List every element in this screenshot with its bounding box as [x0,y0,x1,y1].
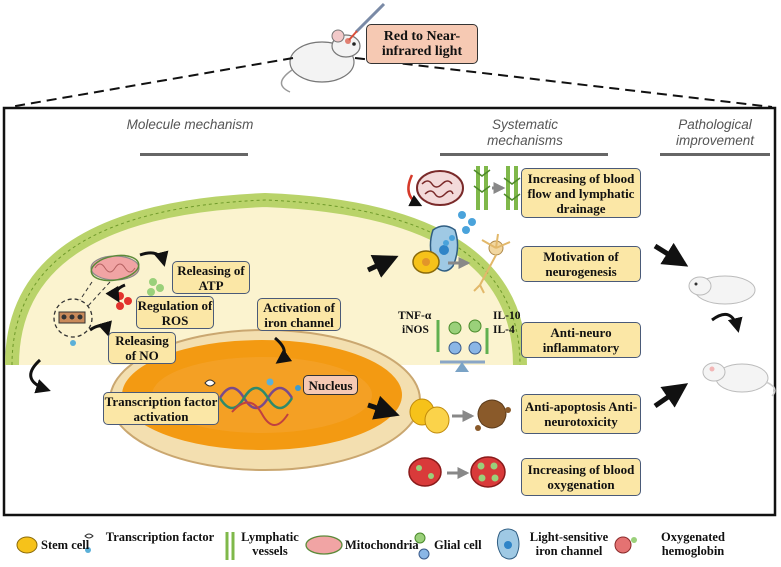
neurogenesis-icon [412,233,511,294]
cytokine-inos: iNOS [402,324,429,336]
legend-iron-channel: Light-sensitive iron channel [529,530,609,558]
legend-transcription-factor: Transcription factor [105,530,215,544]
header-pathological-underline [660,153,770,156]
ros-box: Regulation of ROS [136,296,214,329]
apoptosis-box: Anti-apoptosis Anti-neurotoxicity [521,394,641,434]
inflammation-balance-icon [436,319,489,372]
hemoglobin-icon [408,456,506,488]
no-box: Releasing of NO [108,332,176,364]
laser-icon [345,2,386,44]
apoptosis-icon [409,398,511,434]
legend-glial: Glial cell [434,538,482,552]
header-systematic: Systematic mechanisms [487,117,563,148]
nucleus-label: Nucleus [303,375,358,395]
mouse-impaired-icon [688,275,756,305]
legend-icons [16,528,637,560]
header-pathological: Pathological improvement [675,117,755,148]
header-systematic-underline [440,153,608,156]
lymphatic-icon [473,166,521,210]
legend-mitochondria: Mitochondria [345,538,419,552]
brain-icon [407,170,464,207]
oxygenation-box: Increasing of blood oxygenation [521,458,641,496]
legend-lymphatic: Lymphatic vessels [241,530,299,558]
atp-box: Releasing of ATP [172,261,250,294]
iron-channel-box: Activation of iron channel [257,298,341,331]
legend-hemoglobin: Oxygenated hemoglobin [661,530,725,558]
mouse-improved-icon [702,362,776,397]
main-frame [2,106,777,517]
cytokine-il10: IL-10 [493,310,521,322]
legend-stem-cell: Stem cell [41,538,90,552]
header-molecule-underline [140,153,248,156]
inflammatory-box: Anti-neuro inflammatory [521,322,641,358]
zoom-line-left [9,57,294,108]
cytokine-il4: IL-4 [493,324,515,336]
neurogenesis-box: Motivation of neurogenesis [521,246,641,282]
header-molecule: Molecule mechanism [126,117,254,132]
mouse-icon [280,29,361,93]
transcription-box: Transcription factor activation [103,392,219,425]
cell-illustration [5,192,527,471]
cytokine-tnf: TNF-α [398,310,432,322]
zoom-line-right [354,57,773,108]
light-label: Red to Near-infrared light [366,24,478,64]
blood-flow-box: Increasing of blood flow and lymphatic d… [521,168,641,218]
